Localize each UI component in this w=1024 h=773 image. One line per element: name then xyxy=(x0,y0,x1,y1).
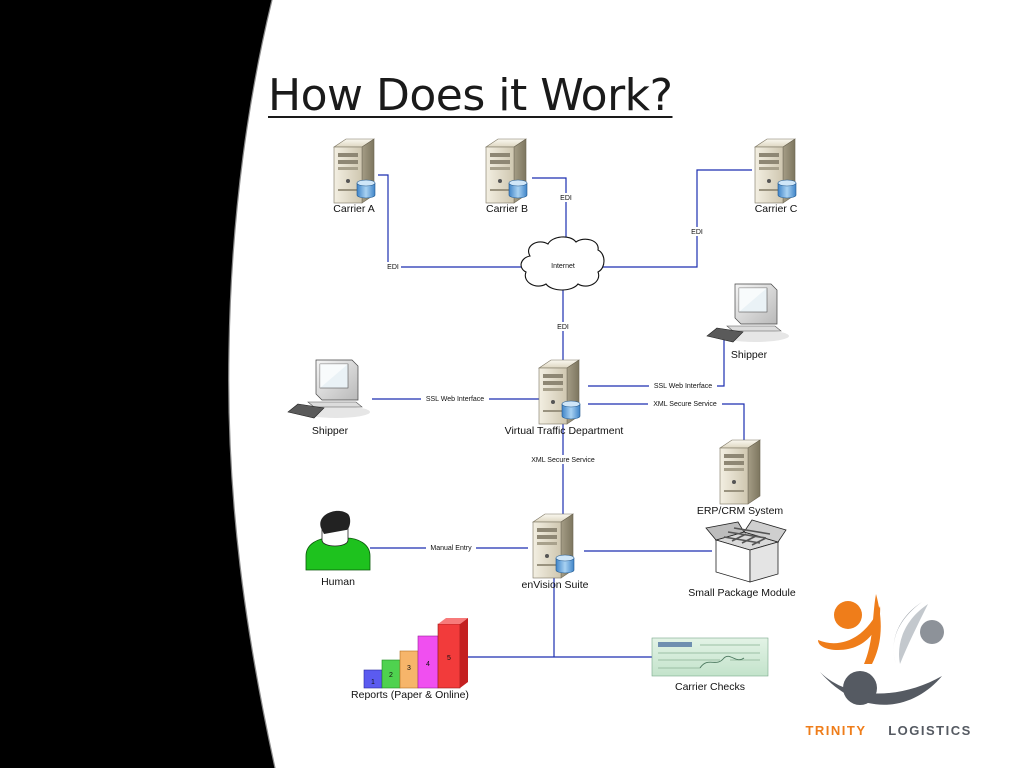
report-bar-label: 1 xyxy=(371,679,375,686)
logo-word-logistics: LOGISTICS xyxy=(888,723,972,738)
label-xml-down: XML Secure Service xyxy=(531,457,595,464)
carrier-c-server-icon xyxy=(754,138,797,204)
logo-word-trinity: TRINITY xyxy=(805,723,866,738)
trinity-logistics-logo: TRINITY LOGISTICS xyxy=(805,594,972,738)
carrier-a-server-icon xyxy=(333,138,376,204)
connector-labels: EDI EDI EDI EDI SSL Web Interface SSL We… xyxy=(385,193,722,552)
shipper-right-computer-icon xyxy=(706,283,790,343)
report-bar-label: 5 xyxy=(447,655,451,662)
label-edi-c: EDI xyxy=(691,229,703,236)
line-carrier-a xyxy=(378,174,524,268)
human-label: Human xyxy=(321,576,355,588)
human-icon xyxy=(305,510,371,571)
label-ssl-left: SSL Web Interface xyxy=(426,396,484,403)
report-bar-label: 2 xyxy=(389,672,393,679)
line-carrier-c xyxy=(602,169,752,268)
shipper-left-label: Shipper xyxy=(312,425,349,437)
carrier-c-label: Carrier C xyxy=(755,203,798,215)
shipper-left-computer-icon xyxy=(287,359,371,419)
label-edi-b: EDI xyxy=(560,195,572,202)
shipper-right-label: Shipper xyxy=(731,349,768,361)
small-package-label: Small Package Module xyxy=(688,587,796,599)
check-document-icon xyxy=(651,637,769,677)
package-box-icon xyxy=(705,519,787,583)
slide-title: How Does it Work? xyxy=(268,70,673,121)
internet-cloud: Internet xyxy=(520,236,605,291)
line-erp xyxy=(588,403,745,446)
vtd-label: Virtual Traffic Department xyxy=(505,425,624,437)
label-ssl-right: SSL Web Interface xyxy=(654,383,712,390)
internet-label: Internet xyxy=(551,263,575,270)
erp-server-icon xyxy=(719,439,761,505)
line-reports-checks xyxy=(466,570,652,658)
carrier-checks-label: Carrier Checks xyxy=(675,681,745,693)
carrier-b-server-icon xyxy=(485,138,528,204)
line-carrier-b xyxy=(532,177,567,246)
label-edi-a: EDI xyxy=(387,264,399,271)
carrier-a-label: Carrier A xyxy=(333,203,374,215)
side-panel-edge xyxy=(228,0,276,769)
vtd-server-icon xyxy=(538,359,581,425)
report-bar-label: 3 xyxy=(407,665,411,672)
report-bar-label: 4 xyxy=(426,661,430,668)
label-xml-erp: XML Secure Service xyxy=(653,401,717,408)
label-manual-entry: Manual Entry xyxy=(430,545,472,552)
envision-label: enVision Suite xyxy=(522,579,589,591)
reports-chart-icon: 1 2 3 4 5 xyxy=(363,618,468,689)
envision-server-icon xyxy=(532,513,575,579)
side-panel xyxy=(0,0,275,768)
erp-label: ERP/CRM System xyxy=(697,505,784,517)
label-edi-internet: EDI xyxy=(557,324,569,331)
line-shipper-right xyxy=(588,340,725,387)
carrier-b-label: Carrier B xyxy=(486,203,528,215)
reports-label: Reports (Paper & Online) xyxy=(351,689,469,701)
